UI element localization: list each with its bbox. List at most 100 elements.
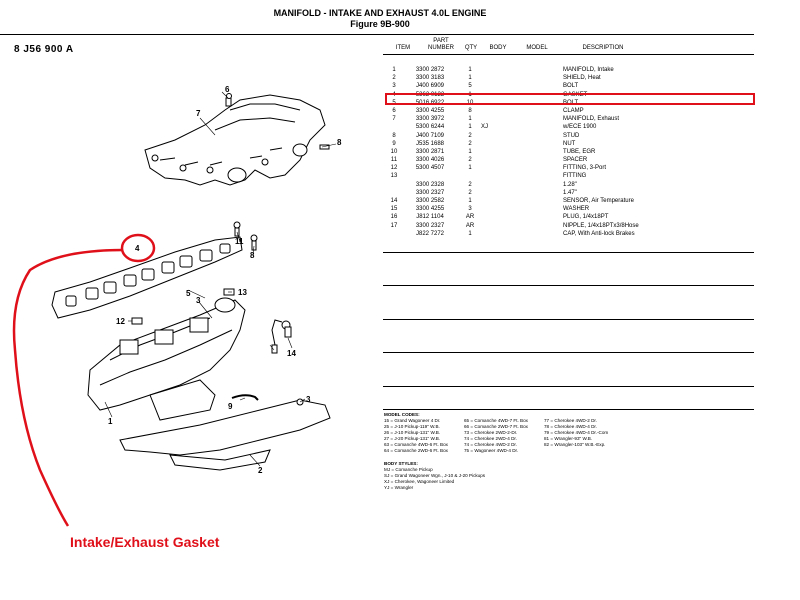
row-item: 2 — [392, 75, 396, 82]
row-qty: 1 — [468, 75, 472, 82]
label-8: 8 — [337, 138, 342, 147]
row-qty: 1 — [468, 124, 472, 131]
row-qty: 1 — [468, 116, 472, 123]
row-qty: 5 — [468, 83, 472, 90]
body-style-entry: XJ = Cherokee, Wagoneer Limited — [384, 479, 455, 484]
row-qty: AR — [465, 214, 475, 221]
row-description: BOLT — [563, 83, 579, 90]
model-code-entry: 63 = Comanche 4WD-6 Ft. Box — [384, 442, 448, 447]
model-code-entry: 78 = Cherokee 4WD-4 Dr. — [544, 424, 597, 429]
row-part-number: 3300 4026 — [415, 157, 445, 164]
page-header: MANIFOLD - INTAKE AND EXHAUST 4.0L ENGIN… — [0, 8, 760, 30]
callout-number: 4 — [135, 244, 140, 253]
egr-tube — [231, 394, 259, 401]
fittings — [131, 288, 304, 406]
label-12: 12 — [116, 317, 125, 326]
model-code-entry: 15 = Grand Wagoneer 4 Dr. — [384, 418, 441, 423]
table-row: 11 3300 4026 2 SPACER — [383, 156, 754, 164]
model-codes: MODEL CODES: 15 = Grand Wagoneer 4 Dr.25… — [384, 412, 754, 454]
row-item: 16 — [390, 214, 398, 221]
col-model: MODEL — [526, 45, 548, 51]
row-description: SPACER — [563, 157, 588, 164]
model-code-entry: 26 = J-10 Pickup-131" W.B. — [384, 430, 441, 435]
table-row: 16 J812 1104 AR PLUG, 1/4x18PT — [383, 213, 754, 221]
row-description: w/ECE 1900 — [563, 124, 597, 131]
row-description: NUT — [563, 140, 576, 147]
col-description: DESCRIPTION — [582, 45, 624, 51]
row-item: 15 — [390, 206, 398, 213]
table-row: 13 FITTING — [383, 172, 754, 180]
leader-lines — [104, 91, 337, 467]
row-part-number: 3300 4255 — [415, 206, 445, 213]
row-qty: 2 — [468, 157, 472, 164]
model-code-entry: 82 = Wrangler-103" W.B.-Exp. — [544, 442, 606, 447]
row-item: 8 — [392, 132, 396, 139]
row-description: NIPPLE, 1/4x18PTx3/8Hose — [563, 222, 639, 229]
row-item: 3 — [392, 83, 396, 90]
model-codes-column-c: 77 = Cherokee 4WD-2 Dr.78 = Cherokee 4WD… — [544, 418, 608, 448]
row-item: 6 — [392, 107, 396, 114]
callout-caption: Intake/Exhaust Gasket — [70, 534, 220, 550]
row-item: 7 — [392, 116, 396, 123]
label-1: 1 — [108, 417, 113, 426]
row-qty: 2 — [468, 140, 472, 147]
row-part-number: 3300 4255 — [415, 107, 445, 114]
row-qty: 2 — [468, 181, 472, 188]
row-qty: 1 — [468, 165, 472, 172]
table-header-rule — [383, 54, 754, 55]
row-description: SENSOR, Air Temperature — [563, 198, 634, 204]
label-3: 3 — [306, 395, 311, 404]
label-9: 8 — [250, 251, 255, 260]
row-part-number: 3300 2328 — [415, 181, 445, 188]
row-qty: 1 — [468, 148, 472, 155]
row-item: 12 — [390, 165, 398, 172]
table-separator — [383, 252, 754, 253]
header-rule — [0, 34, 754, 35]
row-description: CAP, With Anti-lock Brakes — [563, 230, 635, 237]
row-qty: 2 — [468, 189, 472, 196]
model-code-entry: 64 = Comanche 2WD-6 Ft. Box — [384, 448, 448, 453]
row-description: FITTING — [563, 173, 587, 180]
exhaust-hardware — [225, 93, 330, 251]
row-part-number: J400 6909 — [415, 83, 445, 90]
row-part-number: J812 1104 — [416, 214, 444, 221]
row-qty: 3 — [468, 206, 472, 213]
row-qty: 1 — [468, 67, 472, 73]
row-item: 13 — [390, 173, 398, 180]
table-separator — [383, 319, 754, 320]
row-item: 9 — [392, 140, 396, 147]
body-styles-title: BODY STYLES: — [384, 461, 418, 466]
model-code-entry: 79 = Cherokee 4WD-4 Dr.-Com — [544, 430, 609, 435]
figure-number: Figure 9B-900 — [350, 19, 410, 29]
row-description: PLUG, 1/4x18PT — [563, 214, 609, 221]
diagram-code: 8 J56 900 A — [14, 44, 74, 55]
heat-shield — [119, 399, 331, 471]
row-qty: 1 — [468, 198, 472, 204]
label-13: 13 — [238, 288, 247, 297]
row-item: 11 — [390, 157, 398, 164]
model-code-entry: 77 = Cherokee 4WD-2 Dr. — [544, 418, 597, 423]
table-separator — [383, 352, 754, 353]
row-part-number: 3300 2582 — [415, 198, 445, 204]
model-code-entry: 81 = Wrangler-93" W.B. — [544, 436, 593, 441]
label-6b: 5 — [186, 289, 191, 298]
row-body: XJ — [481, 124, 489, 131]
row-qty: 8 — [468, 107, 472, 114]
label-2: 2 — [258, 466, 263, 475]
row-part-number: 3300 2872 — [415, 67, 445, 73]
row-part-number: J535 1688 — [415, 140, 445, 147]
row-description: 1.47" — [563, 189, 577, 196]
row-item: 10 — [390, 148, 398, 155]
